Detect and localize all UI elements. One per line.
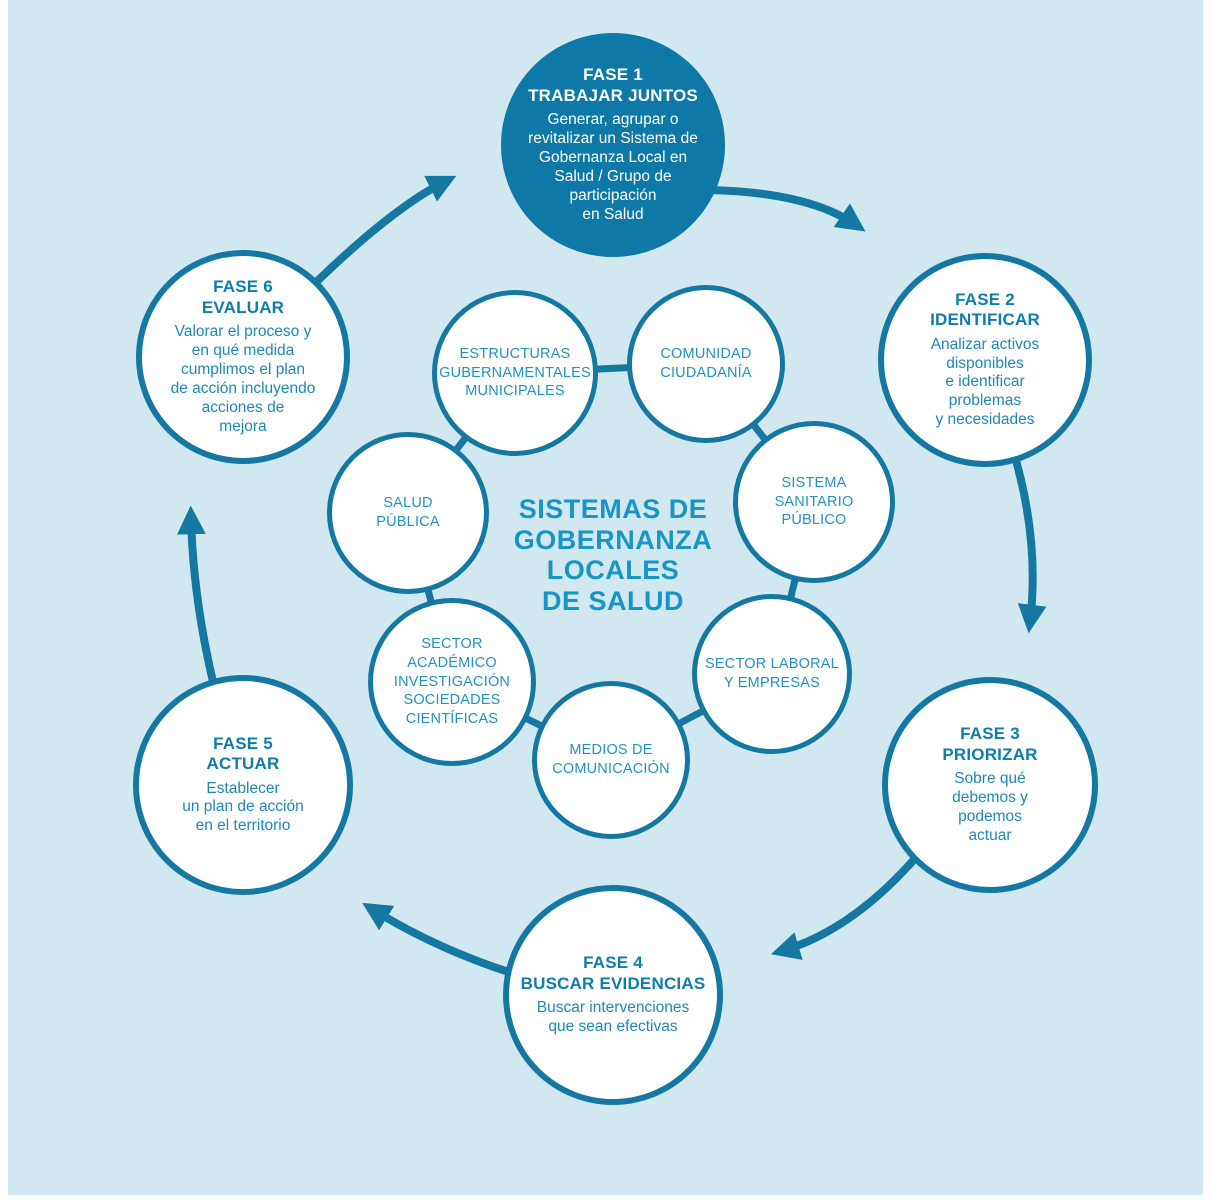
fase-5-heading: FASE 5 ACTUAR	[206, 733, 280, 774]
actor-circle-comunidad-ciudadania: COMUNIDAD CIUDADANÍA	[627, 285, 785, 443]
fase-2-body: Analizar activos disponibles e identific…	[930, 335, 1040, 429]
fase-1-circle: FASE 1 TRABAJAR JUNTOS Generar, agrupar …	[501, 33, 725, 257]
actor-label: ESTRUCTURAS GUBERNAMENTALES MUNICIPALES	[439, 345, 591, 400]
actor-circle-sector-academico: SECTOR ACADÉMICO INVESTIGACIÓN SOCIEDADE…	[368, 598, 536, 766]
actor-label: COMUNIDAD CIUDADANÍA	[660, 346, 752, 381]
arrow-fase6-to-fase1	[294, 175, 457, 304]
fase-6-body: Valorar el proceso y en qué medida cumpl…	[170, 323, 316, 435]
arrow-fase4-to-fase5	[362, 902, 522, 979]
actor-label: SECTOR LABORAL Y EMPRESAS	[705, 656, 839, 691]
phase-cycle-arrows	[177, 175, 1047, 979]
fase-1-heading: FASE 1 TRABAJAR JUNTOS	[528, 65, 698, 105]
fase-6-circle: FASE 6 EVALUAR Valorar el proceso y en q…	[136, 250, 350, 464]
fase-2-heading: FASE 2 IDENTIFICAR	[930, 289, 1040, 330]
arrow-fase1-to-fase2	[704, 186, 866, 232]
fase-6-heading: FASE 6 EVALUAR	[201, 277, 285, 317]
fase-3-body: Sobre qué debemos y podemos actuar	[952, 770, 1028, 844]
actor-circle-salud-publica: SALUD PÚBLICA	[327, 432, 489, 594]
actor-label: SISTEMA SANITARIO PÚBLICO	[774, 474, 854, 529]
arrow-fase3-to-fase4	[770, 851, 922, 960]
fase-2-circle: FASE 2 IDENTIFICAR Analizar activos disp…	[878, 253, 1092, 467]
arrow-fase2-to-fase3	[1009, 446, 1047, 634]
center-title: SISTEMAS DE GOBERNANZA LOCALES DE SALUD	[513, 494, 713, 616]
actor-circle-sistema-sanitario-publico: SISTEMA SANITARIO PÚBLICO	[733, 421, 895, 583]
actor-circle-sector-laboral-empresas: SECTOR LABORAL Y EMPRESAS	[692, 594, 852, 754]
fase-1-body: Generar, agrupar o revitalizar un Sistem…	[528, 111, 698, 223]
fase-4-heading: FASE 4 BUSCAR EVIDENCIAS	[520, 953, 706, 993]
actor-label: SECTOR ACADÉMICO INVESTIGACIÓN SOCIEDADE…	[393, 635, 511, 728]
actor-label: SALUD PÚBLICA	[376, 495, 440, 530]
fase-5-circle: FASE 5 ACTUAR Establecer un plan de acci…	[133, 675, 353, 895]
fase-5-body: Establecer un plan de acción en el terri…	[182, 779, 304, 835]
actor-circle-estructuras-gubernamentales: ESTRUCTURAS GUBERNAMENTALES MUNICIPALES	[432, 290, 598, 456]
fase-3-heading: FASE 3 PRIORIZAR	[942, 724, 1038, 764]
fase-4-body: Buscar intervenciones que sean efectivas	[536, 998, 690, 1035]
actor-circle-medios-comunicacion: MEDIOS DE COMUNICACIÓN	[532, 681, 690, 839]
actor-label: MEDIOS DE COMUNICACIÓN	[552, 742, 670, 777]
fase-4-circle: FASE 4 BUSCAR EVIDENCIAS Buscar interven…	[503, 885, 723, 1105]
arrow-fase5-to-fase6	[177, 505, 219, 694]
fase-3-circle: FASE 3 PRIORIZAR Sobre qué debemos y pod…	[882, 677, 1098, 893]
